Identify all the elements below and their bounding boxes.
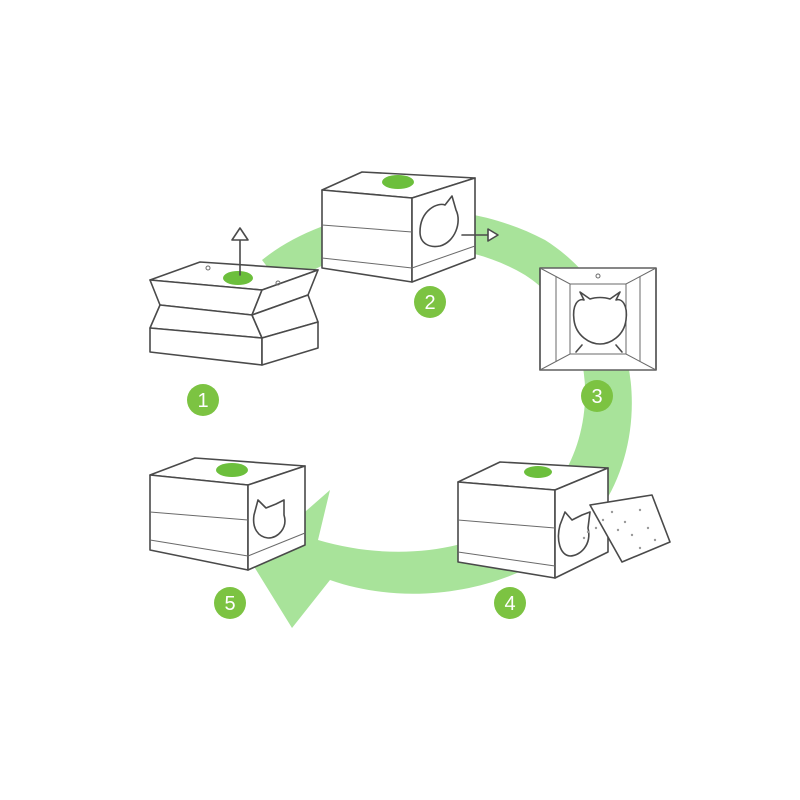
logo-icon <box>382 175 414 189</box>
step-3-illustration <box>540 268 656 370</box>
logo-icon <box>216 463 248 477</box>
step-badge-1: 1 <box>187 384 219 416</box>
step5-front <box>150 475 248 570</box>
step-5-illustration <box>150 458 305 570</box>
step-number-3: 3 <box>591 386 602 408</box>
step3-outer <box>540 268 656 370</box>
step-badge-4: 4 <box>494 587 526 619</box>
step-number-1: 1 <box>197 390 208 412</box>
step-4-illustration <box>458 462 670 578</box>
step-number-5: 5 <box>224 593 235 615</box>
step-badge-3: 3 <box>581 380 613 412</box>
step-number-4: 4 <box>504 593 515 615</box>
step2-front <box>322 190 412 282</box>
step-2-illustration <box>322 172 498 282</box>
step-badge-2: 2 <box>414 286 446 318</box>
step-number-2: 2 <box>424 292 435 314</box>
step-badge-5: 5 <box>214 587 246 619</box>
logo-icon <box>223 271 253 285</box>
logo-icon <box>524 466 552 478</box>
